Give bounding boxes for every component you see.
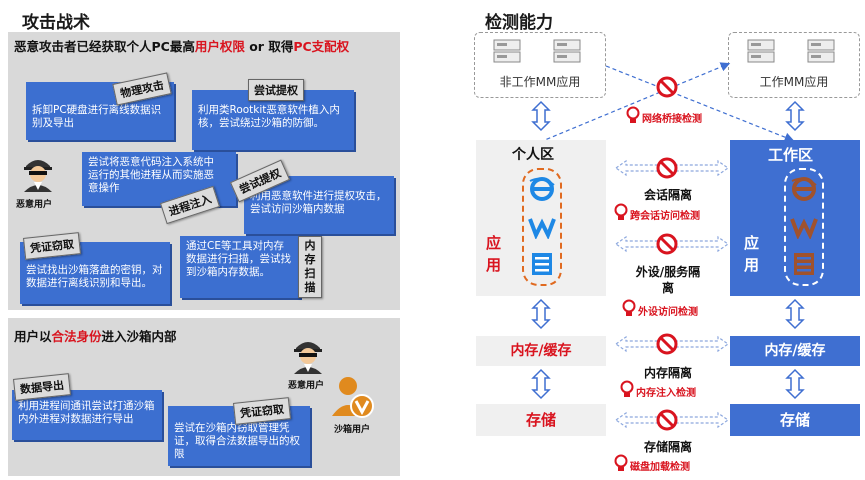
detect-peripheral: 外设访问检测 [638,307,698,318]
lightbulb-icon [620,380,634,397]
work-storage: 存储 [730,404,860,436]
isolation-peripheral: 外设/服务隔离 [635,265,701,295]
personal-memory: 内存/缓存 [476,336,606,366]
block-icon [656,409,678,431]
server-icon [553,39,581,63]
malicious-user-label-1: 恶意用户 [16,200,53,210]
work-zone-label: 工作区 [768,146,814,164]
sandbox-user-label: 沙箱用户 [334,425,371,435]
attack-panel-2: 用户以合法身份进入沙箱内部 利用进程间通讯尝试打通沙箱内外进程对数据进行导出 数… [8,318,400,476]
detect-memory-injection: 内存注入检测 [636,388,696,399]
detect-disk-mount: 磁盘加载检测 [630,462,690,473]
block-icon [656,76,678,98]
personal-storage: 存储 [476,404,606,436]
panel2-title: 用户以合法身份进入沙箱内部 [14,329,177,344]
lightbulb-icon [614,454,628,471]
card-memory-scan: 通过CE等工具对内存数据进行扫描，尝试找到沙箱内存数据。 [180,236,300,298]
block-icon [656,333,678,355]
document-icon [794,253,814,275]
malicious-user-label-2: 恶意用户 [288,381,325,391]
browser-icon [791,177,817,201]
browser-icon [529,177,555,201]
isolation-memory: 内存隔离 [643,366,692,380]
server-icon [493,39,521,63]
non-work-server-label: 非工作MM应用 [499,75,581,89]
attack-title: 攻击战术 [22,13,90,33]
personal-app-label: 应用 [486,234,502,274]
bridge-detect-label: 网络桥接检测 [642,114,702,125]
non-work-server-box: 非工作MM应用 [474,32,606,98]
wps-icon [790,218,818,239]
work-memory: 内存/缓存 [730,336,860,366]
attack-panel-1: 恶意攻击者已经获取个人PC最高用户权限 or 取得PC支配权 拆卸PC硬盘进行离… [8,32,400,310]
detect-cross-session: 跨会话访问检测 [630,211,700,222]
tag-privilege-escalation-1: 尝试提权 [248,79,304,101]
personal-app-frame [522,168,562,286]
lightbulb-icon [622,299,636,316]
tag-memory-scan: 内存扫描 [298,236,322,298]
hacker-icon [24,160,52,192]
lightbulb-icon [614,203,628,220]
isolation-session: 会话隔离 [643,188,692,202]
isolation-storage: 存储隔离 [643,440,692,454]
document-icon [532,253,552,275]
block-icon [656,233,678,255]
detect-title: 检测能力 [485,13,553,33]
wps-icon [528,218,556,239]
block-icon [656,157,678,179]
server-icon [807,39,835,63]
work-app-label: 应用 [744,234,760,274]
panel1-title: 恶意攻击者已经获取个人PC最高用户权限 or 取得PC支配权 [14,39,350,54]
server-icon [747,39,775,63]
work-app-frame [784,168,824,286]
hacker-icon [294,342,322,374]
sandbox-user-icon [332,377,374,418]
personal-zone-label: 个人区 [512,147,554,163]
lightbulb-icon [626,106,640,123]
work-server-label: 工作MM应用 [759,75,829,89]
